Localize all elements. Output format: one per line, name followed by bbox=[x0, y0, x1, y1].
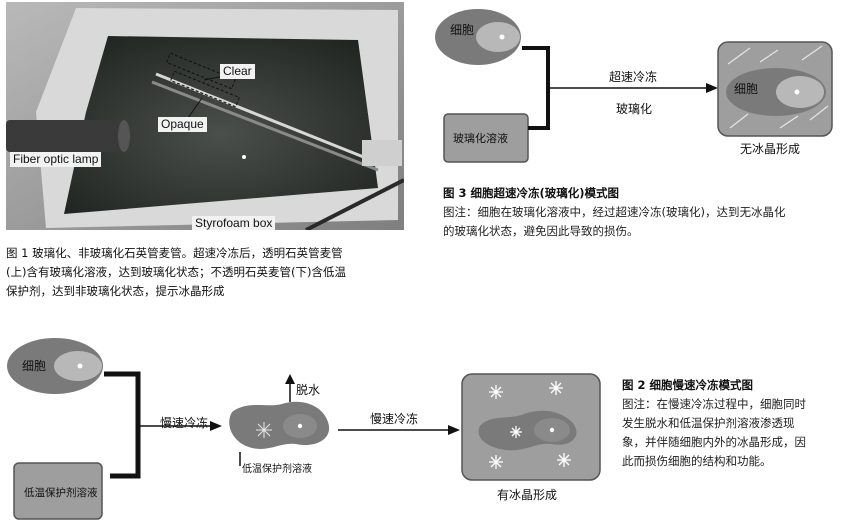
figure3-title: 图 3 细胞超速冷冻(玻璃化)模式图 bbox=[443, 186, 620, 200]
figure1-photo-drawing bbox=[6, 2, 404, 230]
label-opaque: Opaque bbox=[158, 117, 207, 132]
figure3-cell-label: 细胞 bbox=[450, 23, 475, 37]
figure3-note-line: 的玻璃化状态，避免因此导致的损伤。 bbox=[443, 224, 639, 238]
figure2-arrow2-label: 慢速冷冻 bbox=[370, 412, 419, 426]
figure2-cell-label: 细胞 bbox=[22, 359, 47, 373]
clear-straw bbox=[155, 72, 377, 164]
dark-tray bbox=[64, 36, 378, 214]
figure2-note-line: 发生脱水和低温保护剂溶液渗透现 bbox=[622, 416, 795, 430]
figure2-solution-box bbox=[13, 462, 103, 520]
figure3-result-cell-label: 细胞 bbox=[734, 82, 759, 96]
figure2-dehydration-label: 脱水 bbox=[296, 383, 321, 397]
figure2-solution-small-label: 低温保护剂溶液 bbox=[242, 464, 312, 475]
figure1-caption-line: (上)含有玻璃化溶液，达到玻璃化状态；不透明石英麦管(下)含低温 bbox=[6, 265, 346, 279]
ice-crystal-icons bbox=[489, 381, 571, 469]
clear-marker bbox=[166, 52, 236, 90]
label-styrofoam-box: Styrofoam box bbox=[192, 216, 276, 230]
figure3-arrow-bottom-label: 玻璃化 bbox=[616, 102, 653, 116]
opaque-straw bbox=[151, 80, 379, 172]
figure2-note-line: 此而损伤细胞的结构和功能。 bbox=[622, 454, 772, 468]
figure1-caption-line: 图 1 玻璃化、非玻璃化石英管麦管。超速冷冻后，透明石英管麦管 bbox=[6, 246, 343, 260]
figure2-title: 图 2 细胞慢速冷冻模式图 bbox=[622, 378, 754, 392]
label-fiber-optic-lamp: Fiber optic lamp bbox=[10, 152, 102, 167]
figure2-caption: 图 2 细胞慢速冷冻模式图 图注：在慢速冷冻过程中，细胞同时 发生脱水和低温保护… bbox=[622, 376, 848, 471]
figure3-note-line: 图注：细胞在玻璃化溶液中，经过超速冷冻(玻璃化)，达到无冰晶化 bbox=[443, 205, 786, 219]
figure3-caption: 图 3 细胞超速冷冻(玻璃化)模式图 图注：细胞在玻璃化溶液中，经过超速冷冻(玻… bbox=[443, 184, 853, 241]
figure3-solution-box bbox=[443, 113, 529, 163]
figure2-solution-label: 低温保护剂溶液 bbox=[24, 487, 98, 499]
figure2-note-line: 象，并伴随细胞内外的冰晶形成，因 bbox=[622, 435, 806, 449]
figure3-solution-label: 玻璃化溶液 bbox=[453, 132, 508, 145]
figure2-note-line: 图注：在慢速冷冻过程中，细胞同时 bbox=[622, 397, 806, 411]
label-clear: Clear bbox=[220, 64, 255, 79]
figure2-result-label: 有冰晶形成 bbox=[497, 488, 558, 502]
figure1-caption-line: 保护剂，达到非玻璃化状态，提示冰晶形成 bbox=[6, 284, 225, 298]
opaque-marker bbox=[170, 70, 240, 108]
figure1-caption: 图 1 玻璃化、非玻璃化石英管麦管。超速冷冻后，透明石英管麦管 (上)含有玻璃化… bbox=[6, 244, 406, 301]
figure2-bracket bbox=[104, 371, 141, 479]
fiber-optic-lamp bbox=[6, 120, 124, 152]
figure2-diagram bbox=[7, 338, 601, 520]
figure1-photo: Clear Opaque Fiber optic lamp Styrofoam … bbox=[6, 2, 404, 230]
figure2-arrow1-label: 慢速冷冻 bbox=[160, 416, 209, 430]
snowflake-icon bbox=[256, 422, 272, 438]
figure3-arrow-top-label: 超速冷冻 bbox=[609, 70, 658, 84]
figure3-diagram bbox=[435, 9, 833, 163]
figure3-glass-streaks bbox=[727, 45, 829, 129]
figure3-result-label: 无冰晶形成 bbox=[740, 142, 801, 156]
